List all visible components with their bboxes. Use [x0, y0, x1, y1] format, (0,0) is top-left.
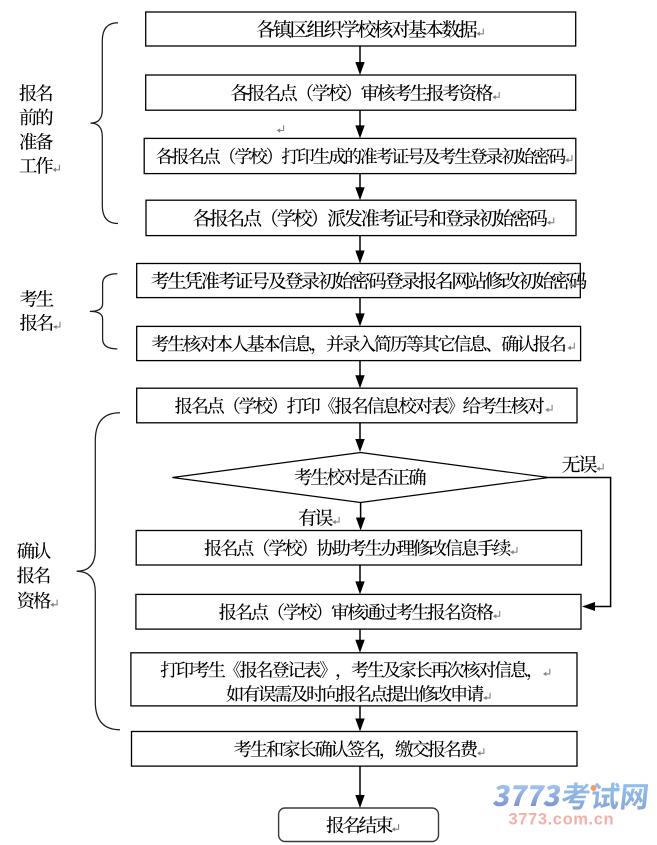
svg-text:3773.com.cn: 3773.com.cn	[509, 811, 615, 829]
